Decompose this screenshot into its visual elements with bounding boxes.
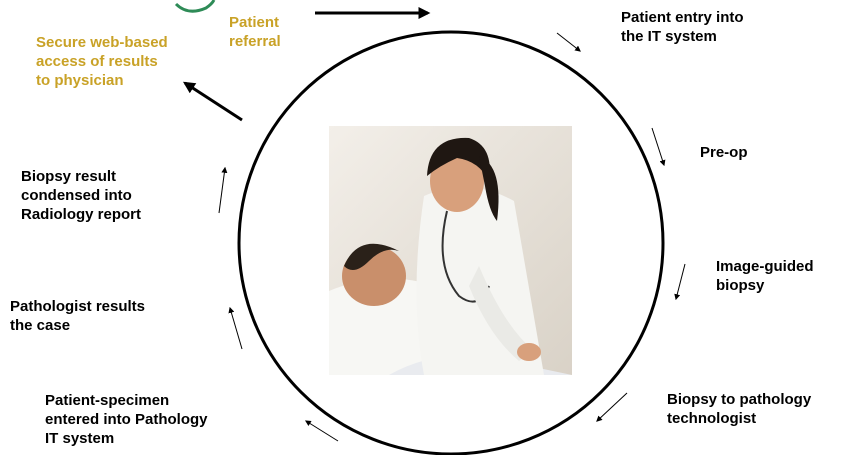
doctor-patient-photo	[329, 126, 572, 375]
arrow-icon	[182, 81, 243, 122]
arrow-icon	[218, 166, 228, 214]
label-biopsy-to-pathology: Biopsy to pathology technologist	[667, 391, 812, 427]
label-image-guided-biopsy: Image-guided biopsy	[716, 258, 814, 294]
arrow-icon	[596, 392, 628, 422]
label-pathologist-results: Pathologist results the case	[10, 298, 146, 334]
label-secure-access: Secure web-based access of results to ph…	[36, 34, 168, 89]
label-biopsy-condensed: Biopsy result condensed into Radiology r…	[21, 168, 142, 223]
arrow-icon	[674, 263, 686, 301]
arrow-icon	[228, 306, 243, 350]
label-pre-op: Pre-op	[700, 144, 748, 161]
arrow-icon	[556, 32, 581, 52]
label-patient-referral: Patient referral	[229, 14, 281, 50]
label-specimen-entered: Patient-specimen entered into Pathology …	[45, 392, 208, 447]
arrow-icon	[304, 420, 339, 442]
cycle-circle	[237, 30, 665, 455]
logo-swoosh-icon	[174, 0, 216, 13]
arrow-icon	[651, 127, 666, 167]
label-patient-entry: Patient entry into the IT system	[621, 9, 744, 45]
